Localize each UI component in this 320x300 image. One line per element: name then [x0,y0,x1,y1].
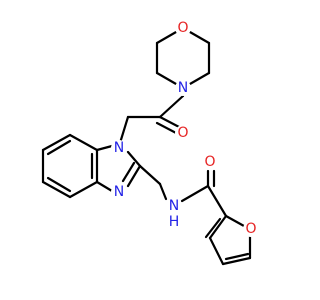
furan-oxygen-label: O [245,221,256,237]
bond-benz-3-inner [46,176,72,193]
bond-benz-3 [41,180,72,199]
amide-nitrogen-label: N [169,198,179,214]
bond-fur-c3-c4 [208,236,225,266]
benzimidazole-n1-label: N [114,140,124,156]
bond-n-carbonyl [158,94,185,119]
amide-nitrogen-bg [166,198,182,214]
bond-c2-ch2 [138,164,162,186]
bond-benz-5-inner [46,139,72,156]
morpholine-oxygen-bg [175,20,191,36]
morpholine-ring [155,26,211,90]
furan-oxygen-bg [243,221,259,237]
bond-fur-c2-c3-inner [204,217,222,239]
morpholine-nitrogen-label: N [178,80,188,96]
benzimidazole-n3-label: N [114,184,124,200]
bond-carbonyl-o-a [158,115,183,130]
bond-imid-n3-c3a [95,180,114,193]
amide-hydrogen-label: H [169,214,180,230]
benzimidazole-n3-bg [111,184,127,200]
ketone-oxygen-bg [175,125,191,141]
bond-ch2-nh [158,182,168,201]
bond-imid-c2-n3 [126,164,142,188]
benzene-ring [41,133,99,199]
bond-fur-o-c2 [224,214,246,228]
bond-benz-5 [41,133,72,152]
bond-benz-2 [68,180,99,199]
amide-chain [138,164,228,218]
bond-fur-c2-c3 [208,214,228,240]
bond-imid-n1-c2 [126,150,142,168]
benzimidazole-n1-bg [111,140,127,156]
bond-fur-c4-c5-inner [224,252,250,261]
bond-benz-6 [68,133,99,152]
bond-fur-c4-c5 [221,256,252,266]
bond-amide-furan [206,184,228,218]
amide-oxygen-bg [202,154,218,170]
imidazole-ring [95,144,142,193]
morpholine-nitrogen-bg [175,80,191,96]
bond-nh-amide-c [180,184,210,203]
morpholine-oxygen-label: O [177,20,188,36]
amide-oxygen-label: O [204,154,215,170]
furan-ring [204,214,252,266]
bond-carbonyl-o-b [155,121,180,136]
ketone-oxygen-label: O [177,125,188,141]
bond-imid-c7a-n1 [95,144,114,152]
atom-labels: O N O N N N H O O [111,20,259,237]
acetyl-linker [118,86,185,145]
bond-ch2-n1 [118,115,130,145]
molecule-structure-svg: O N O N N N H O O [41,20,259,266]
molecule-structure-canvas: O N O N N N H O O [41,20,259,266]
bond-imid-c2-n3-inner [121,161,136,183]
